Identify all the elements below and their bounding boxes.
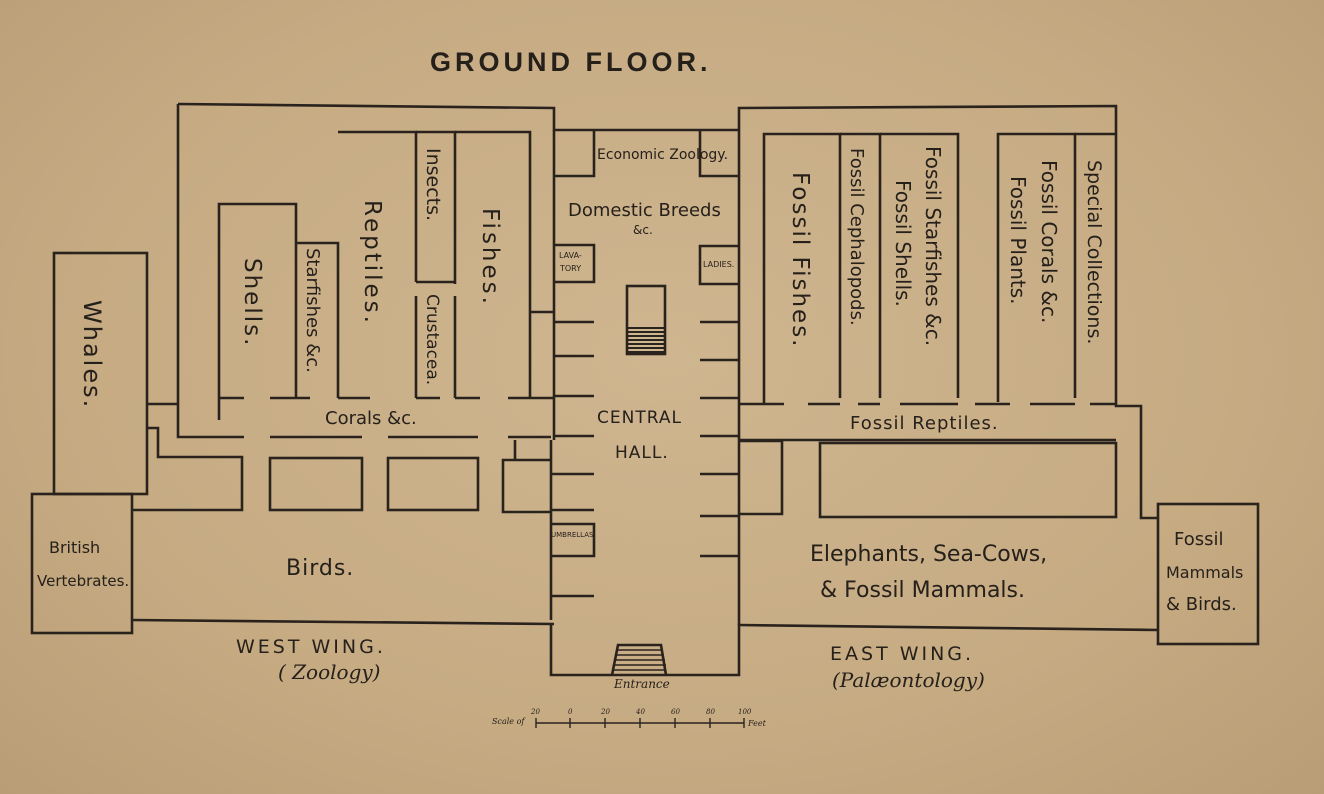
room-label-birds: Birds.: [286, 556, 355, 581]
scale-tick-label: 60: [671, 708, 680, 716]
umbrellas-box: [551, 522, 596, 558]
east-small-case: [739, 439, 784, 516]
room-label-elephants-1: Elephants, Sea-Cows,: [810, 542, 1048, 567]
building-outline: [177, 102, 1158, 520]
room-label-fossil-corals: Fossil Corals &c.: [1037, 160, 1061, 324]
east-wing-caption: EAST WING.: [830, 643, 975, 665]
room-label-whales: Whales.: [78, 300, 106, 410]
british-vertebrates-room: [30, 492, 134, 635]
scale-label: Scale of: [492, 717, 525, 726]
room-label-fossil-plants: Fossil Plants.: [1006, 176, 1030, 305]
room-label-domestic-breeds-etc: &c.: [633, 223, 653, 237]
room-label-insects: Insects.: [422, 148, 444, 222]
west-wing-caption: WEST WING.: [236, 636, 386, 658]
room-label-special-collections: Special Collections.: [1083, 160, 1105, 345]
starfishes-room: [296, 241, 340, 398]
fishes-room: [455, 130, 554, 398]
page-title: GROUND FLOOR.: [430, 47, 712, 77]
scale-tick-label: 20: [601, 708, 610, 716]
room-label-central-hall-2: HALL.: [615, 443, 669, 463]
fossil-mammals-birds-room: [1156, 502, 1260, 646]
room-label-fossil-mammals-2: Mammals: [1166, 563, 1244, 582]
room-label-shells: Shells.: [239, 258, 265, 348]
entrance-steps: [613, 649, 666, 671]
room-label-starfishes: Starfishes &c.: [302, 248, 323, 373]
room-label-umbrellas: UMBRELLAS: [551, 531, 594, 539]
birds-case-1: [268, 456, 364, 512]
room-label-fossil-starfishes: Fossil Starfishes &c.: [921, 146, 945, 347]
fossil-fishes-room: [762, 132, 842, 404]
west-wing-front-wall: [131, 618, 555, 626]
fossil-starfishes-room: [880, 132, 960, 398]
central-staircase: [625, 284, 667, 356]
room-label-fossil-shells: Fossil Shells.: [891, 180, 915, 307]
scale-tick-label: 20: [531, 708, 540, 716]
room-label-british-2: Vertebrates.: [37, 572, 130, 590]
room-label-economic-zoology: Economic Zoology.: [597, 147, 729, 163]
scale-tick-label: 100: [738, 708, 752, 716]
central-hall-stubs: [551, 320, 739, 598]
scale-tick-label: 80: [706, 708, 715, 716]
room-label-fossil-fishes: Fossil Fishes.: [787, 172, 813, 349]
shells-room: [217, 202, 298, 420]
room-label-reptiles: Reptiles.: [359, 200, 385, 326]
lavatory-box: [554, 243, 596, 284]
fossil-case-east: [818, 441, 1118, 519]
scale-tick-label: 40: [636, 708, 645, 716]
room-label-british-1: British: [49, 538, 101, 557]
staircase-steps: [627, 327, 665, 353]
room-label-lavatory-2: TORY: [560, 264, 582, 273]
room-label-fishes: Fishes.: [477, 208, 503, 307]
east-wing-subcaption: (Palæontology): [832, 668, 985, 692]
whales-link: [131, 402, 244, 512]
ladies-box: [698, 244, 739, 286]
birds-case-3: [501, 440, 551, 514]
birds-case-2: [386, 456, 480, 512]
room-label-elephants-2: & Fossil Mammals.: [820, 578, 1025, 603]
room-label-domestic-breeds: Domestic Breeds: [568, 200, 721, 221]
west-wing-subcaption: ( Zoology): [278, 660, 381, 684]
room-label-fossil-cephalopods: Fossil Cephalopods.: [846, 148, 867, 326]
room-label-fossil-mammals-3: & Birds.: [1166, 594, 1237, 615]
room-label-ladies: LADIES.: [703, 260, 735, 269]
room-label-fossil-reptiles: Fossil Reptiles.: [850, 413, 999, 434]
economic-zoology-walls: [554, 130, 739, 178]
scale-tick-label: 0: [568, 708, 573, 716]
room-label-lavatory-1: LAVA-: [559, 251, 582, 260]
central-hall-west-wall: [549, 130, 556, 620]
scale-unit: Feet: [748, 719, 766, 728]
fossil-corals-room: [996, 132, 1077, 402]
room-label-central-hall-1: CENTRAL: [597, 408, 682, 428]
room-label-corals: Corals &c.: [325, 408, 417, 429]
east-wing-front-wall: [738, 623, 1159, 632]
room-label-entrance: Entrance: [614, 677, 670, 691]
room-label-fossil-mammals-1: Fossil: [1174, 529, 1224, 550]
scale-bar: [535, 718, 745, 728]
building-outline-west-rear: [176, 104, 218, 439]
room-label-crustacea: Crustacea.: [422, 294, 442, 386]
